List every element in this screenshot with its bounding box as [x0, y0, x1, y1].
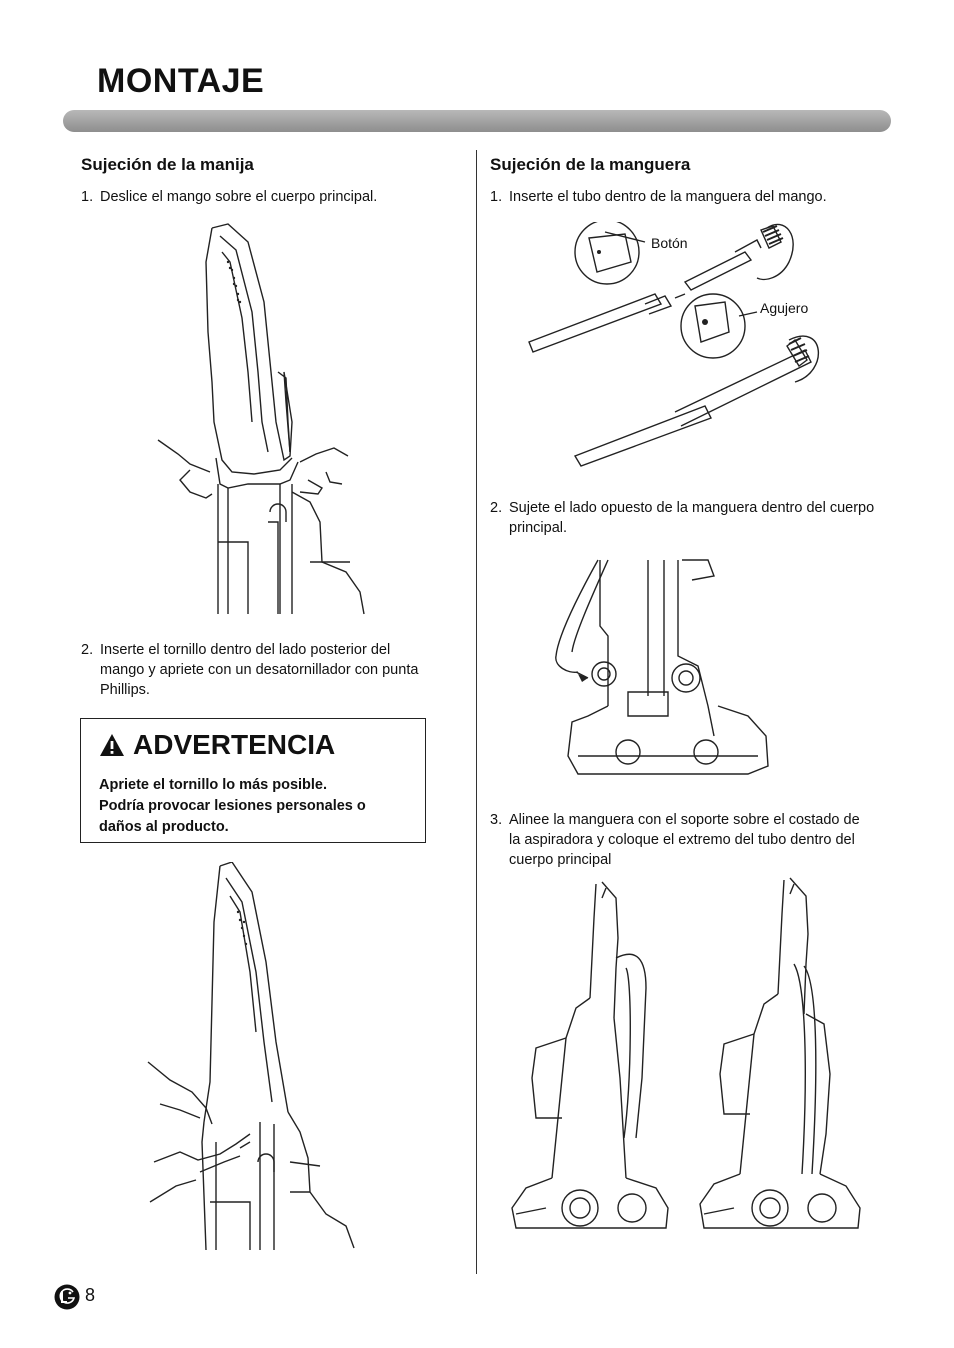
vacuum-side-illustration-1 [511, 881, 669, 1229]
step-number: 1. [490, 189, 503, 205]
step-handle-2: 2. Inserte el tornillo dentro del lado p… [81, 640, 421, 700]
step-text: Sujete el lado opuesto de la manguera de… [509, 500, 875, 536]
step-hose-3: 3. Alinee la manguera con el soporte sob… [490, 810, 860, 870]
column-divider [476, 150, 477, 1274]
step-handle-1: 1. Deslice el mango sobre el cuerpo prin… [81, 187, 441, 207]
step-number: 1. [81, 189, 94, 205]
callout-button: Botón [651, 235, 688, 251]
page-title: MONTAJE [97, 62, 265, 100]
warning-title: ADVERTENCIA [133, 729, 336, 760]
page-number: 8 [85, 1285, 96, 1305]
step-text: Inserte el tubo dentro de la manguera de… [509, 189, 827, 205]
step-hose-1: 1. Inserte el tubo dentro de la manguera… [490, 187, 890, 207]
warning-line: Podría provocar lesiones personales o [99, 798, 366, 814]
warning-line: Apriete el tornillo lo más posible. [99, 777, 328, 793]
step-hose-2: 2. Sujete el lado opuesto de la manguera… [490, 498, 890, 538]
warning-icon [100, 734, 124, 756]
warning-box: ADVERTENCIA Apriete el tornillo lo más p… [80, 718, 426, 843]
lg-logo-icon [54, 1284, 80, 1310]
step-number: 2. [490, 500, 503, 516]
section-title-handle: Sujeción de la manija [81, 155, 254, 174]
step-text: Alinee la manguera con el soporte sobre … [509, 812, 860, 868]
step-number: 2. [81, 642, 94, 658]
warning-text: Apriete el tornillo lo más posible. Podr… [99, 775, 419, 838]
step-text: Inserte el tornillo dentro del lado post… [100, 642, 419, 698]
warning-line: daños al producto. [99, 819, 229, 835]
vacuum-side-illustration-2 [699, 877, 861, 1229]
title-bar [63, 110, 891, 132]
hose-body-illustration [555, 559, 769, 775]
warning-header: ADVERTENCIA [99, 729, 335, 761]
screw-handle-illustration [147, 862, 355, 1250]
handle-slide-illustration [157, 223, 365, 615]
tube-hose-illustration [528, 222, 819, 467]
step-number: 3. [490, 812, 503, 828]
callout-hole: Agujero [760, 300, 809, 316]
section-title-hose: Sujeción de la manguera [490, 155, 691, 174]
step-text: Deslice el mango sobre el cuerpo princip… [100, 189, 378, 205]
